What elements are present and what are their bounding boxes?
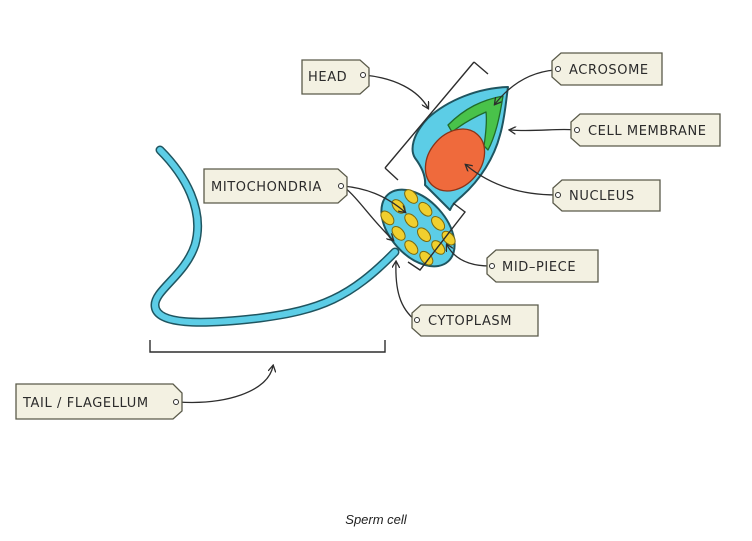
leader-cytoplasm [396,262,416,321]
leader-head [363,74,428,108]
mitochondrion [404,240,419,255]
tag-mitochondria: MITOCHONDRIA [203,168,348,204]
nucleus-body [424,128,486,192]
leader-acrosome [495,69,556,104]
flagellum-fill [151,147,398,326]
head-bracket [384,61,489,181]
tag-head: HEAD [301,59,370,95]
mitochondrion [417,227,432,243]
tag-mid-piece: MID–PIECE [486,249,599,283]
label-nucleus: NUCLEUS [569,189,635,204]
mitochondrion [418,201,433,217]
mitochondrion [431,216,446,231]
leader-mitochondria-1 [342,185,405,212]
tail-bracket [149,340,386,353]
leader-mid-piece [447,245,491,267]
mitochondrion [419,250,434,266]
mid-piece-bracket [407,202,466,271]
figure-caption: Sperm cell [345,512,407,527]
leader-nucleus [466,165,557,196]
label-tail: TAIL / FLAGELLUM [22,396,149,411]
acrosome-cap [447,95,504,151]
label-head: HEAD [308,70,347,85]
tag-acrosome: ACROSOME [551,52,663,86]
tag-cytoplasm: CYTOPLASM [411,304,539,337]
leader-cell-membrane [510,129,576,130]
mitochondrion [380,210,395,226]
tag-nucleus: NUCLEUS [552,179,661,212]
mitochondrion [404,213,419,228]
leader-tail [177,366,273,404]
label-acrosome: ACROSOME [569,63,649,78]
mitochondrion [441,230,456,246]
mitochondrion [391,226,406,241]
mitochondrion [404,189,419,204]
tag-tail: TAIL / FLAGELLUM [15,383,183,420]
mitochondria-cluster [380,189,456,266]
label-mid-piece: MID–PIECE [502,260,576,275]
label-cytoplasm: CYTOPLASM [428,314,512,329]
label-mitochondria: MITOCHONDRIA [211,180,322,195]
tag-cell-membrane: CELL MEMBRANE [570,113,721,147]
label-cell-membrane: CELL MEMBRANE [588,124,707,139]
